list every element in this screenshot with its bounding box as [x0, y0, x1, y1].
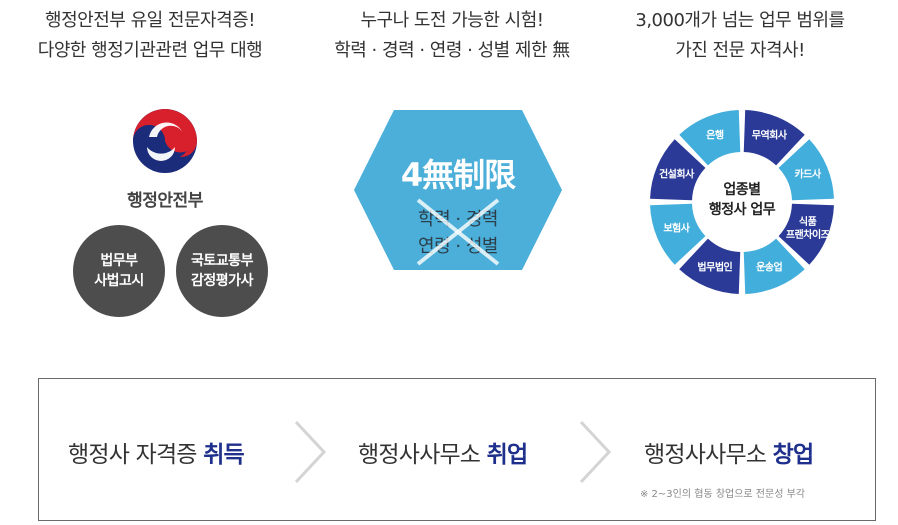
- step-highlight: 창업: [772, 442, 815, 468]
- title-line: 가진 전문 자격사!: [675, 40, 805, 61]
- step-acquire: 행정사 자격증 취득: [68, 435, 245, 469]
- center-line: 행정사 업무: [708, 202, 776, 218]
- title-line: 3,000개가 넘는 업무 범위를: [635, 10, 845, 31]
- wheel-segment-label: 보험사: [663, 223, 690, 235]
- column-title-ministry: 행정안전부 유일 전문자격증! 다양한 행정기관관련 업무 대행: [20, 6, 280, 66]
- title-line: 다양한 행정기관관련 업무 대행: [37, 40, 263, 61]
- wheel-segment: [650, 203, 706, 265]
- chevron-right-icon: [294, 420, 327, 484]
- wheel-center-label: 업종별 행정사 업무: [692, 180, 792, 220]
- ministry-label: 행정안전부: [127, 191, 203, 211]
- circle-line: 국토교통부: [191, 253, 253, 269]
- step-prefix: 행정사사무소: [358, 442, 487, 468]
- hexagon-title: 4無制限: [400, 156, 516, 194]
- chevron-right-icon: [579, 420, 612, 484]
- career-path-panel: [38, 378, 876, 521]
- ministry-emblem-icon: [133, 109, 197, 173]
- wheel-segment: [778, 203, 834, 265]
- title-line: 누구나 도전 가능한 시험!: [360, 10, 544, 31]
- circle-line: 감정평가사: [191, 273, 253, 289]
- circle-land-ministry: 국토교통부 감정평가사: [176, 225, 268, 317]
- wheel-segment-label: 은행: [706, 130, 724, 142]
- hexagon-line: 연령 · 성별: [418, 236, 498, 257]
- circle-line: 법무부: [100, 253, 138, 269]
- footnote: ※ 2~3인의 협동 창업으로 전문성 부각: [640, 489, 805, 500]
- hexagon-shape: [354, 110, 562, 270]
- business-wheel: [650, 110, 834, 294]
- wheel-segment: [679, 110, 741, 166]
- wheel-segment: [650, 139, 706, 201]
- wheel-segment: [743, 238, 805, 294]
- circle-justice-ministry: 법무부 사법고시: [73, 225, 165, 317]
- column-title-exam: 누구나 도전 가능한 시험! 학력 · 경력 · 연령 · 성별 제한 無: [322, 6, 582, 66]
- step-prefix: 행정사사무소: [644, 442, 773, 468]
- title-line: 학력 · 경력 · 연령 · 성별 제한 無: [334, 40, 570, 61]
- step-prefix: 행정사 자격증: [68, 442, 204, 468]
- step-highlight: 취업: [486, 442, 529, 468]
- column-title-scope: 3,000개가 넘는 업무 범위를 가진 전문 자격사!: [610, 6, 870, 66]
- step-startup: 행정사사무소 창업: [644, 435, 815, 469]
- wheel-segment-label: 운송업: [756, 262, 783, 274]
- wheel-segment: [743, 110, 805, 166]
- step-employ: 행정사사무소 취업: [358, 435, 529, 469]
- circle-line: 사법고시: [94, 273, 144, 289]
- wheel-segment: [778, 139, 834, 201]
- center-line: 업종별: [723, 182, 761, 198]
- wheel-segment-label: 무역회사: [751, 130, 787, 142]
- wheel-segment-label: 건설회사: [658, 169, 694, 181]
- step-highlight: 취득: [203, 442, 245, 468]
- wheel-segment-label: 법무법인: [697, 262, 733, 274]
- wheel-segment-label: 카드사: [794, 169, 822, 181]
- cross-mark-icon: [416, 198, 500, 266]
- wheel-segment: [679, 238, 741, 294]
- title-line: 행정안전부 유일 전문자격증!: [45, 10, 255, 31]
